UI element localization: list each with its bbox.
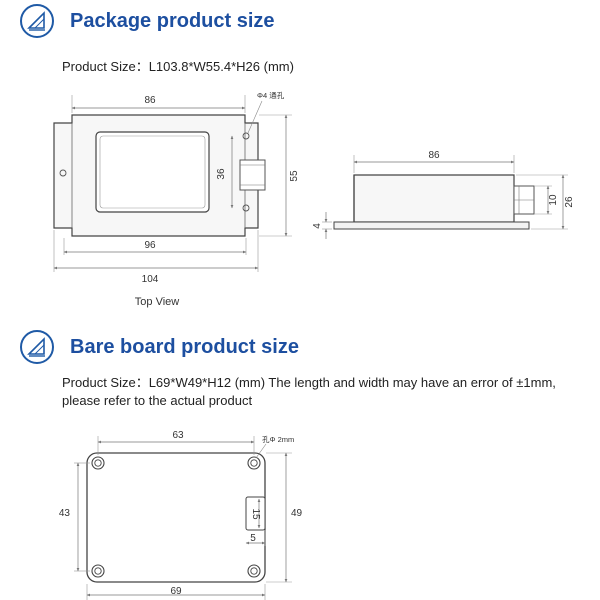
board-hole [247,456,261,470]
section-header-package: Package product size [20,4,275,38]
top-view-label: Top View [135,296,179,308]
bare-board-product-size-text: Product Size：L69*W49*H12 (mm) The length… [62,375,556,408]
dim-49: 49 [291,508,303,519]
board-hole [91,456,105,470]
package-top-view: 86 Φ4 通孔 36 55 96 104 Top View [53,90,300,308]
board-hole [247,564,261,578]
ruler-triangle-icon [20,330,54,364]
bare-board-view: 63 孔Φ 2mm 43 49 15 5 69 [59,430,303,600]
dim-69: 69 [170,586,182,597]
dim-86-side: 86 [428,150,440,161]
ruler-triangle-icon [20,4,54,38]
dim-86-top: 86 [144,95,156,106]
board-hole [91,564,105,578]
mounting-hole [242,204,250,212]
package-product-size-text: Product Size：L103.8*W55.4*H26 (mm) [62,59,294,74]
dim-10: 10 [548,194,559,206]
dim-36: 36 [216,168,227,180]
section-title-package: Package product size [70,9,275,32]
dim-55: 55 [289,170,300,182]
dim-26: 26 [564,196,575,208]
dim-5: 5 [250,533,256,544]
mounting-hole [59,169,67,177]
section-title-bare-board: Bare board product size [70,335,299,358]
dim-15: 15 [250,508,261,520]
dim-4: 4 [312,223,323,229]
board-outline [86,452,266,583]
section-header-bare-board: Bare board product size [20,330,299,364]
package-connector [239,159,266,191]
dim-96: 96 [144,240,156,251]
side-body-outline [353,174,515,223]
hole-label-package: Φ4 通孔 [257,90,285,100]
hole-label-board: 孔Φ 2mm [262,435,294,444]
dim-43: 43 [59,508,71,519]
dim-63: 63 [172,430,184,441]
package-side-view: 86 10 26 4 [312,150,575,239]
dim-104: 104 [142,274,159,285]
mounting-hole [242,132,250,140]
package-window [95,131,210,213]
